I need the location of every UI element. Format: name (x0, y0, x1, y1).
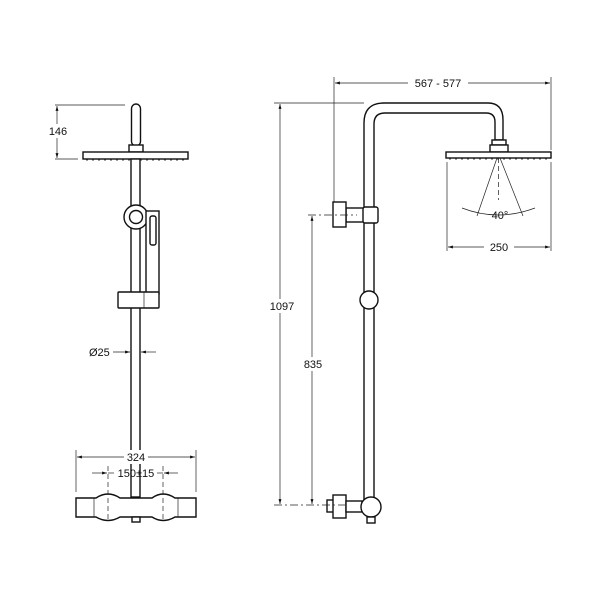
dimension-label: 250 (490, 242, 508, 254)
dimension-projection: 567 - 577 (333, 76, 552, 204)
dimension-head-height: 146 (48, 104, 125, 160)
dimension-mixer-width: 324 (75, 450, 197, 492)
dimension-label: 835 (304, 359, 322, 371)
dimension-inlet-spacing: 150±15 (92, 468, 178, 480)
angle-label: 40° (492, 210, 509, 222)
thermostatic-mixer (75, 466, 197, 523)
dimension-label: 1097 (270, 301, 294, 313)
slider-bracket (117, 291, 160, 309)
lower-wall-bracket-and-valve (274, 494, 382, 524)
shower-arm-stem (130, 103, 142, 147)
dimension-head-diameter: 250 (446, 162, 552, 254)
dimension-label: 324 (127, 452, 145, 464)
slider-knob (359, 290, 379, 310)
dimension-label: 150±15 (118, 468, 155, 480)
head-connector (128, 144, 144, 153)
head-connector (489, 144, 509, 153)
dimension-bracket-height: 835 (300, 216, 324, 504)
spray-angle: 40° (461, 157, 536, 222)
dimension-label: 567 - 577 (415, 78, 461, 90)
upper-wall-bracket (308, 201, 379, 228)
dimension-total-height: 1097 (266, 102, 364, 504)
hand-shower-spray-face (149, 215, 157, 246)
dimension-label: 146 (49, 126, 67, 138)
shower-head-plate (445, 151, 552, 159)
dimension-label: Ø25 (89, 347, 110, 359)
dimension-pipe-diameter: Ø25 (89, 347, 156, 359)
front-view: 146 Ø25 324 (48, 103, 197, 523)
riser-pipe-with-arm (363, 102, 504, 501)
shower-head-plate (82, 151, 189, 160)
riser-pipe (130, 158, 141, 498)
side-view: 567 - 577 40° 250 (266, 76, 552, 524)
